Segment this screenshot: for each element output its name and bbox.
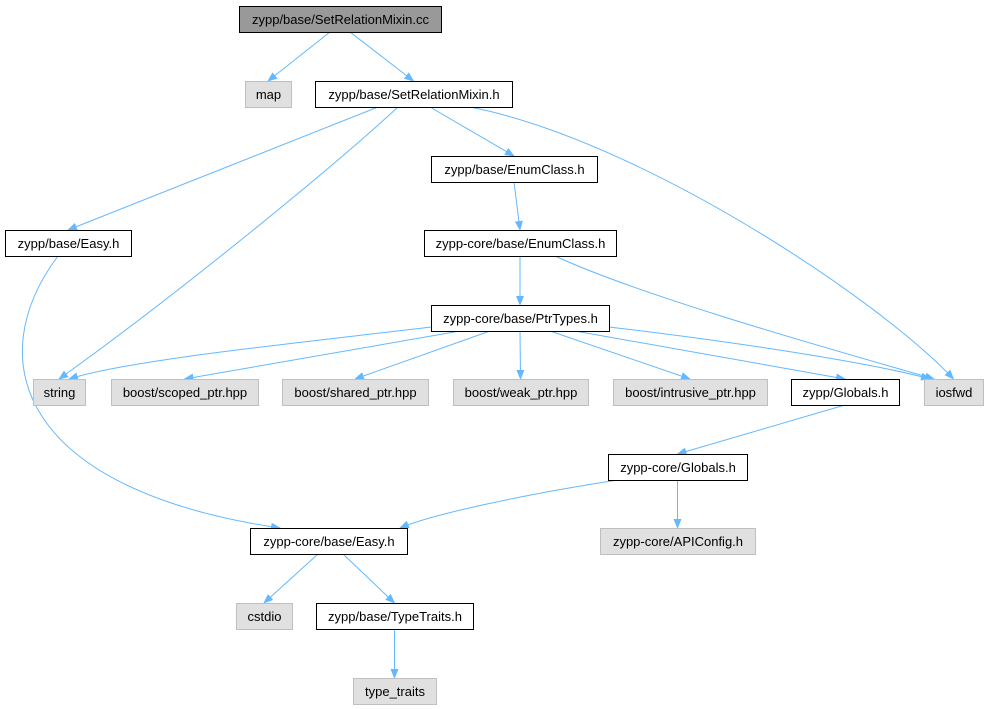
node-string: string (33, 379, 86, 406)
node-map: map (245, 81, 292, 108)
edge-core-ptrtypes-h-to-boost-intrusive-ptr (549, 330, 691, 380)
node-typetraits-h[interactable]: zypp/base/TypeTraits.h (316, 603, 474, 630)
node-label: zypp/base/SetRelationMixin.cc (252, 12, 430, 27)
node-label: zypp/base/SetRelationMixin.h (328, 87, 499, 102)
edge-core-easy-h-to-cstdio (263, 553, 319, 604)
node-core-enumclass-h[interactable]: zypp-core/base/EnumClass.h (424, 230, 617, 257)
node-zypp-globals-h[interactable]: zypp/Globals.h (791, 379, 900, 406)
edge-setrelationmixin-h-to-iosfwd (469, 106, 955, 380)
node-label: iosfwd (936, 385, 973, 400)
node-boost-weak-ptr: boost/weak_ptr.hpp (453, 379, 589, 406)
node-box (431, 156, 598, 183)
node-label: zypp/base/EnumClass.h (444, 162, 584, 177)
node-easy-h[interactable]: zypp/base/Easy.h (5, 230, 132, 257)
node-label: zypp-core/Globals.h (620, 460, 736, 475)
edge-enumclass-h-to-core-enumclass-h (513, 181, 523, 231)
edge-core-ptrtypes-h-to-string (68, 326, 432, 381)
edge-core-ptrtypes-h-to-boost-weak-ptr (516, 330, 525, 380)
node-label: zypp-core/base/PtrTypes.h (443, 311, 598, 326)
node-label: boost/weak_ptr.hpp (465, 385, 578, 400)
edge-core-ptrtypes-h-to-iosfwd (608, 326, 931, 381)
edge-setrelationmixin-h-to-easy-h (67, 106, 379, 231)
node-enumclass-h[interactable]: zypp/base/EnumClass.h (431, 156, 598, 183)
edge-core-easy-h-to-typetraits-h (342, 553, 396, 604)
edge-layer (21, 31, 955, 679)
node-core-globals-h[interactable]: zypp-core/Globals.h (608, 454, 748, 481)
node-box (431, 305, 610, 332)
edge-core-ptrtypes-h-to-boost-scoped-ptr (183, 330, 461, 382)
node-box (236, 603, 293, 630)
node-label: string (44, 385, 76, 400)
node-label: boost/scoped_ptr.hpp (123, 385, 247, 400)
edge-core-enumclass-h-to-iosfwd (554, 255, 935, 381)
node-box (613, 379, 768, 406)
node-label: boost/shared_ptr.hpp (294, 385, 416, 400)
node-box (245, 81, 292, 108)
node-label: zypp-core/APIConfig.h (613, 534, 743, 549)
edge-core-globals-h-to-core-easy-h (399, 479, 619, 529)
node-box (424, 230, 617, 257)
node-box (239, 6, 442, 33)
node-core-ptrtypes-h[interactable]: zypp-core/base/PtrTypes.h (431, 305, 610, 332)
node-core-apiconfig-h: zypp-core/APIConfig.h (600, 528, 756, 555)
node-box (282, 379, 429, 406)
edge-zypp-globals-h-to-core-globals-h (676, 404, 846, 456)
edge-setrelationmixin-h-to-enumclass-h (429, 106, 515, 157)
node-box (791, 379, 900, 406)
edge-easy-h-to-core-easy-h (21, 255, 281, 531)
node-box (924, 379, 984, 406)
node-label: zypp-core/base/Easy.h (263, 534, 394, 549)
edge-setrelationmixin-h-to-string (58, 106, 399, 380)
node-label: zypp/base/TypeTraits.h (328, 609, 462, 624)
edge-root-to-setrelationmixin-h (349, 31, 415, 82)
node-core-easy-h[interactable]: zypp-core/base/Easy.h (250, 528, 408, 555)
node-label: zypp/base/Easy.h (18, 236, 120, 251)
node-box (315, 81, 513, 108)
node-setrelationmixin-h[interactable]: zypp/base/SetRelationMixin.h (315, 81, 513, 108)
node-root: zypp/base/SetRelationMixin.cc (239, 6, 442, 33)
node-cstdio: cstdio (236, 603, 293, 630)
node-box (600, 528, 756, 555)
node-box (33, 379, 86, 406)
node-label: boost/intrusive_ptr.hpp (625, 385, 756, 400)
node-box (316, 603, 474, 630)
edge-root-to-map (267, 31, 331, 82)
node-box (250, 528, 408, 555)
node-box (608, 454, 748, 481)
node-iosfwd: iosfwd (924, 379, 984, 406)
node-box (353, 678, 437, 705)
node-box (5, 230, 132, 257)
node-label: type_traits (365, 684, 425, 699)
node-boost-shared-ptr: boost/shared_ptr.hpp (282, 379, 429, 406)
edge-core-ptrtypes-h-to-zypp-globals-h (574, 330, 846, 382)
node-label: zypp-core/base/EnumClass.h (436, 236, 606, 251)
node-type-traits: type_traits (353, 678, 437, 705)
node-boost-intrusive-ptr: boost/intrusive_ptr.hpp (613, 379, 768, 406)
node-box (111, 379, 259, 406)
node-label: map (256, 87, 281, 102)
node-label: zypp/Globals.h (803, 385, 889, 400)
node-box (453, 379, 589, 406)
edge-core-ptrtypes-h-to-boost-shared-ptr (354, 330, 491, 380)
node-label: cstdio (248, 609, 282, 624)
node-layer: zypp/base/SetRelationMixin.cc map zypp/bas… (5, 6, 984, 705)
node-boost-scoped-ptr: boost/scoped_ptr.hpp (111, 379, 259, 406)
